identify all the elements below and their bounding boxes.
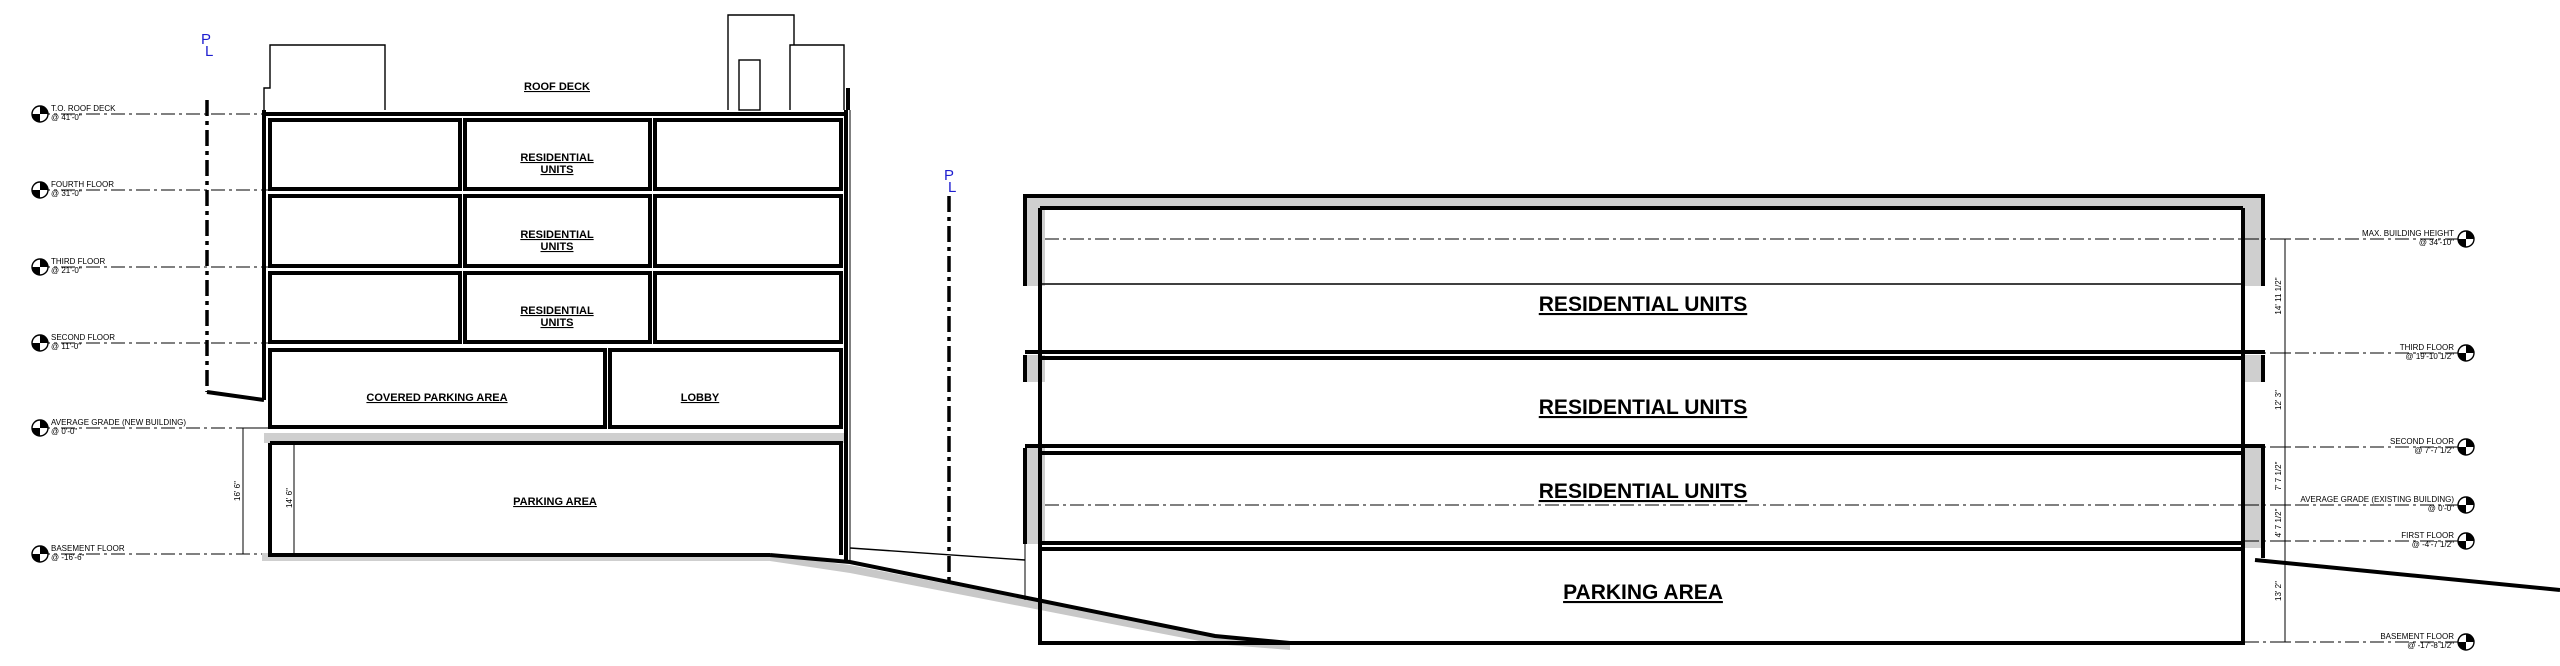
room-label-lobby: LOBBY <box>681 392 720 404</box>
left-residential-floors: RESIDENTIAL UNITS RESIDENTIAL UNITS RESI… <box>268 118 843 344</box>
level-marker-icon <box>2457 230 2475 248</box>
level-name: T.O. ROOF DECK <box>51 104 116 113</box>
level-marker-icon <box>2457 496 2475 514</box>
room-label-residential-units: RESIDENTIAL <box>520 229 594 241</box>
level-name: THIRD FLOOR <box>51 257 105 266</box>
roof-structures: ROOF DECK <box>263 14 850 111</box>
right-floor-slabs <box>1025 206 2265 645</box>
level-elevation: @ 0'-0" <box>2428 504 2454 513</box>
level-elevation: @ 21'-0" <box>51 266 82 275</box>
level-elevation: @ 34'-10" <box>2419 238 2454 247</box>
level-marker-icon <box>31 545 49 563</box>
right-building-section: RESIDENTIAL UNITS RESIDENTIAL UNITS RESI… <box>1023 194 2475 651</box>
middle-property-line: P L <box>944 167 956 583</box>
room-label-parking: PARKING AREA <box>1563 581 1723 604</box>
level-elevation: @ -16'-6" <box>51 553 85 562</box>
level-name: MAX. BUILDING HEIGHT <box>2362 229 2454 238</box>
level-elevation: @ 7'-7 1/2" <box>2414 446 2454 455</box>
level-marker-icon <box>2457 633 2475 651</box>
room-label-residential-units: RESIDENTIAL UNITS <box>1539 293 1747 316</box>
level-marker-icon <box>2457 532 2475 550</box>
room-label-residential-units: UNITS <box>541 164 574 176</box>
property-line-label: P <box>944 167 954 184</box>
dimension: 14' 11 1/2" <box>2274 277 2283 314</box>
level-name: FIRST FLOOR <box>2401 531 2454 540</box>
level-marker-icon <box>31 105 49 123</box>
level-marker-icon <box>31 258 49 276</box>
level-elevation: @ 31'-0" <box>51 189 82 198</box>
property-line-label: L <box>948 179 956 196</box>
room-label-residential-units: UNITS <box>541 317 574 329</box>
right-dimension-string: 14' 11 1/2" 12' 3" 7' 7 1/2" 4' 7 1/2" 1… <box>2274 238 2291 643</box>
level-elevation: @ 41'-0" <box>51 113 82 122</box>
level-name: THIRD FLOOR <box>2400 343 2454 352</box>
level-elevation: @ 19'-10 1/2" <box>2405 352 2454 361</box>
room-label-residential-units: RESIDENTIAL <box>520 152 594 164</box>
room-label-residential-units: RESIDENTIAL UNITS <box>1539 396 1747 419</box>
terrain <box>769 547 2560 650</box>
level-name: AVERAGE GRADE (EXISTING BUILDING) <box>2300 495 2454 504</box>
property-line-label: L <box>205 43 213 60</box>
dimension: 12' 3" <box>2274 390 2283 410</box>
level-marker-icon <box>2457 438 2475 456</box>
dimension: 4' 7 1/2" <box>2274 508 2283 537</box>
right-shaded-walls <box>1025 196 2265 548</box>
room-label-roof-deck: ROOF DECK <box>524 81 590 93</box>
level-name: SECOND FLOOR <box>2390 437 2454 446</box>
left-level-datums <box>36 113 268 555</box>
level-elevation: @ -4'-7 1/2" <box>2412 540 2454 549</box>
dimension: 7' 7 1/2" <box>2274 461 2283 490</box>
level-name: SECOND FLOOR <box>51 333 115 342</box>
dimension-outer: 16' 6" <box>233 481 242 501</box>
dimension-inner: 14' 6" <box>285 488 294 508</box>
level-marker-icon <box>31 334 49 352</box>
level-name: AVERAGE GRADE (NEW BUILDING) <box>51 418 186 427</box>
left-level-labels: T.O. ROOF DECK @ 41'-0" FOURTH FLOOR @ 3… <box>31 104 186 563</box>
room-label-residential-units: RESIDENTIAL UNITS <box>1539 480 1747 503</box>
level-elevation: @ 0'-0" <box>51 427 77 436</box>
level-elevation: @ -17'-8 1/2" <box>2407 641 2454 650</box>
room-label-residential-units: UNITS <box>541 241 574 253</box>
room-label-parking: PARKING AREA <box>513 496 597 508</box>
left-dimensions: 16' 6" 14' 6" <box>233 427 294 554</box>
left-property-line: P L <box>201 31 265 402</box>
level-name: BASEMENT FLOOR <box>51 544 125 553</box>
room-label-covered-parking: COVERED PARKING AREA <box>366 392 507 404</box>
dimension: 13' 2" <box>2274 581 2283 601</box>
level-marker-icon <box>31 419 49 437</box>
level-elevation: @ 11'-0" <box>51 342 81 351</box>
level-name: FOURTH FLOOR <box>51 180 114 189</box>
right-level-datums <box>1045 238 2465 643</box>
right-level-labels: MAX. BUILDING HEIGHT @ 34'-10" THIRD FLO… <box>2300 229 2475 651</box>
level-marker-icon <box>2457 344 2475 362</box>
room-label-residential-units: RESIDENTIAL <box>520 305 594 317</box>
left-building-section: T.O. ROOF DECK @ 41'-0" FOURTH FLOOR @ 3… <box>31 14 851 563</box>
left-ground-floor: COVERED PARKING AREA LOBBY <box>268 348 843 429</box>
level-marker-icon <box>31 181 49 199</box>
left-basement: PARKING AREA <box>268 441 843 557</box>
property-line-label: P <box>201 31 211 48</box>
level-name: BASEMENT FLOOR <box>2380 632 2454 641</box>
